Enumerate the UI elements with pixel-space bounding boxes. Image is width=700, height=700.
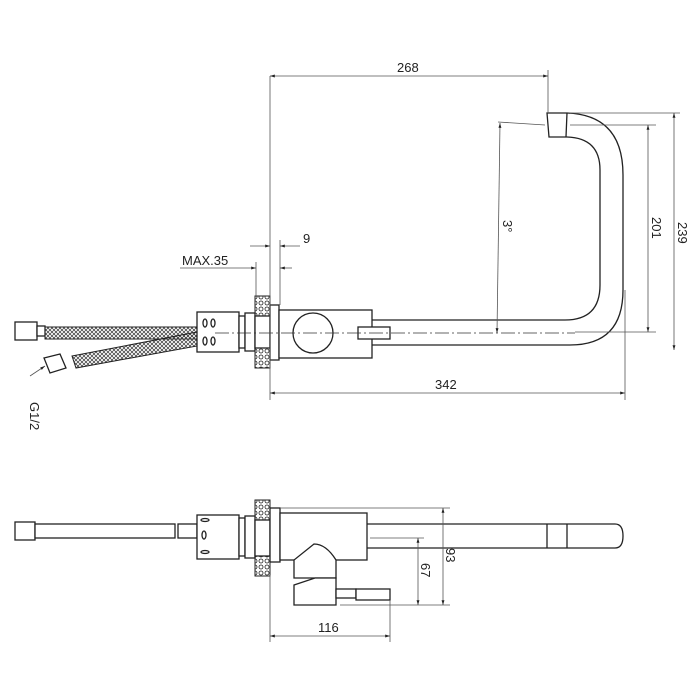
spout — [367, 523, 624, 549]
dim-268: 268 — [397, 60, 419, 75]
hose-lower: G1/2 — [27, 331, 198, 430]
dim-342: 342 — [435, 377, 457, 392]
spout — [372, 112, 624, 346]
dim-9: 9 — [303, 231, 310, 246]
dim-116: 116 — [318, 620, 339, 635]
dim-max35: MAX.35 — [182, 253, 228, 268]
dim-201: 201 — [649, 217, 664, 239]
dim-67: 67 — [418, 563, 433, 577]
supply-pipe — [34, 523, 176, 539]
top-view: G1/2 268 3° 201 239 — [14, 60, 690, 430]
dim-93: 93 — [443, 548, 458, 562]
hose-thread-label: G1/2 — [27, 402, 42, 430]
connector — [196, 311, 240, 353]
hose-upper — [14, 321, 198, 341]
dim-angle: 3° — [500, 220, 515, 232]
side-view: 67 93 116 — [14, 499, 624, 642]
dim-239: 239 — [675, 222, 690, 244]
flange — [269, 304, 280, 361]
lever — [355, 588, 391, 601]
gasket — [254, 295, 271, 317]
valve — [293, 543, 337, 579]
